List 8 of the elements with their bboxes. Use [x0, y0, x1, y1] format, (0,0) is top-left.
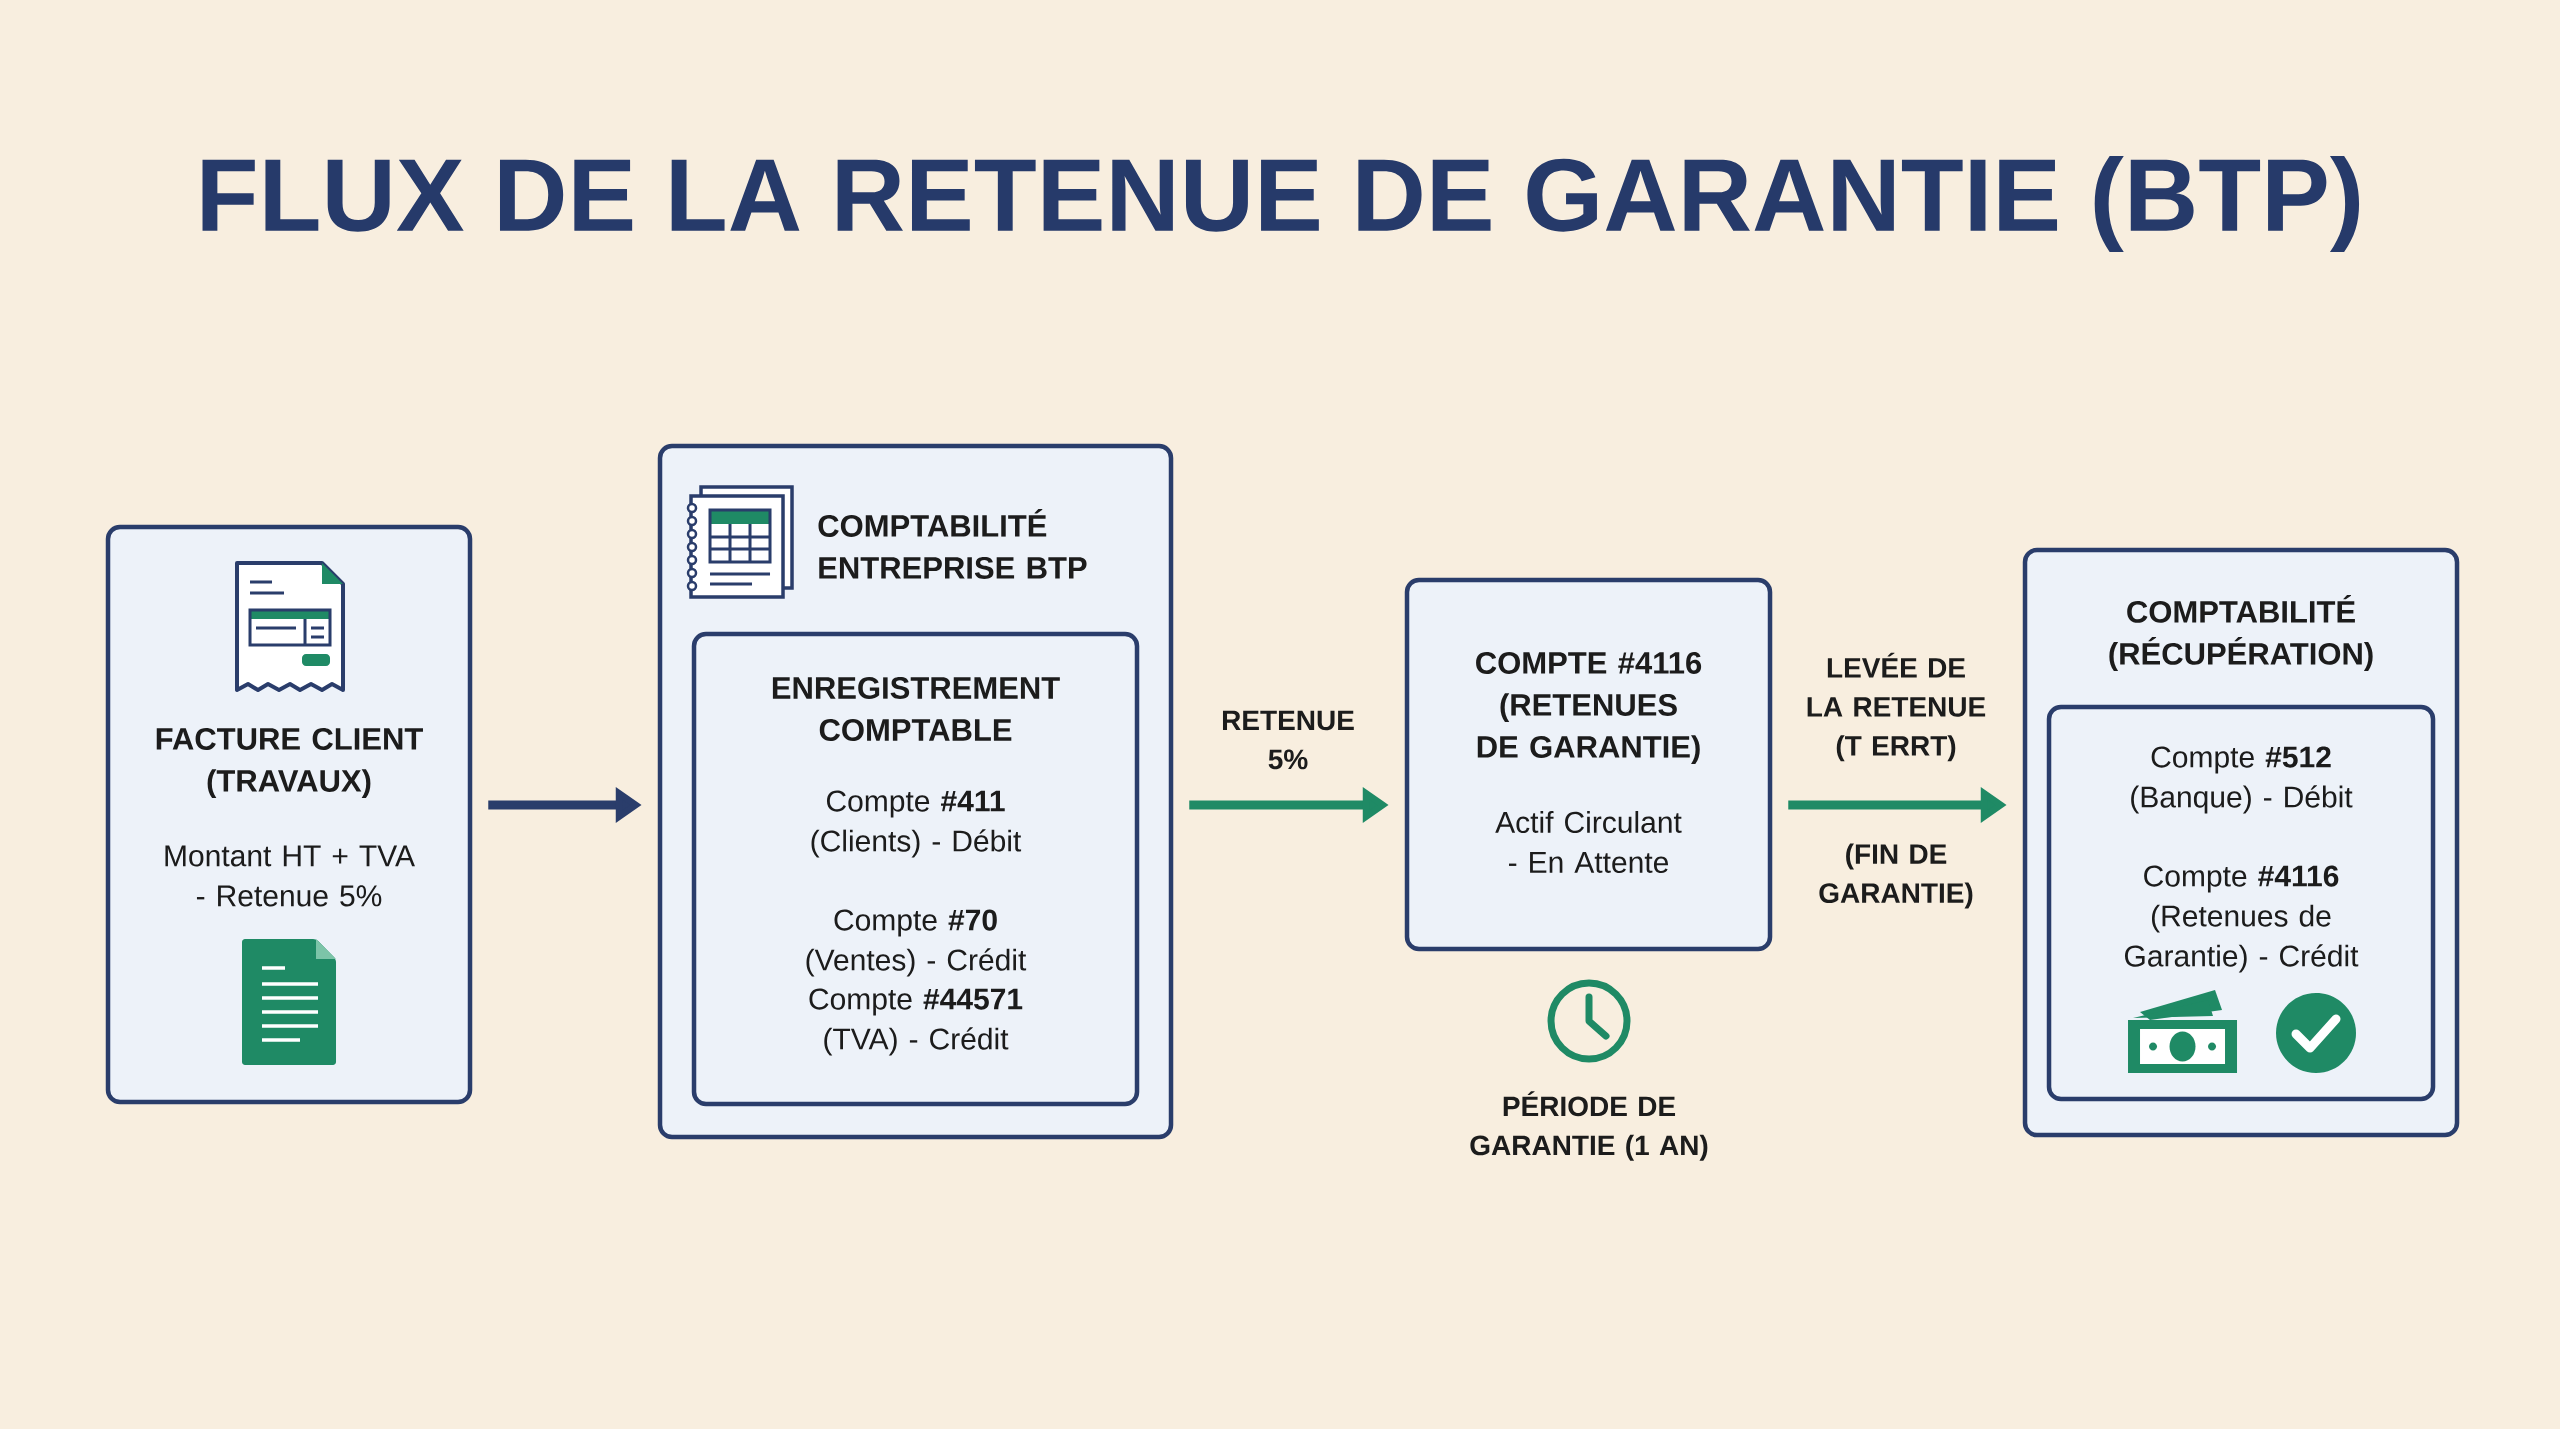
- process-box: COMPTE #4116 (RETENUES DE GARANTIE) Actif Circulant - En Attente: [1404, 577, 1773, 952]
- inner-box: ENREGISTREMENT COMPTABLE Compte #411 (Clients) - Débit Compte #70 (Ventes) - Crédit Compte #44571 (TVA) - Crédit: [691, 631, 1140, 1107]
- edge-label: LEVÉE DE LA RETENUE (T ERRT): [1794, 650, 1998, 764]
- period-note: PÉRIODE DE GARANTIE (1 AN): [1470, 1091, 1708, 1161]
- title: FLUX DE LA RETENUE DE GARANTIE (BTP): [202, 156, 2360, 252]
- arrow-note: (FIN DE GARANTIE): [1819, 843, 1973, 909]
- edge-label: RETENUE 5%: [1206, 708, 1370, 772]
- inner-box: Compte #512 (Banque) - Débit Compte #4116 (Retenues de Garantie) - Crédit: [2046, 704, 2436, 1102]
